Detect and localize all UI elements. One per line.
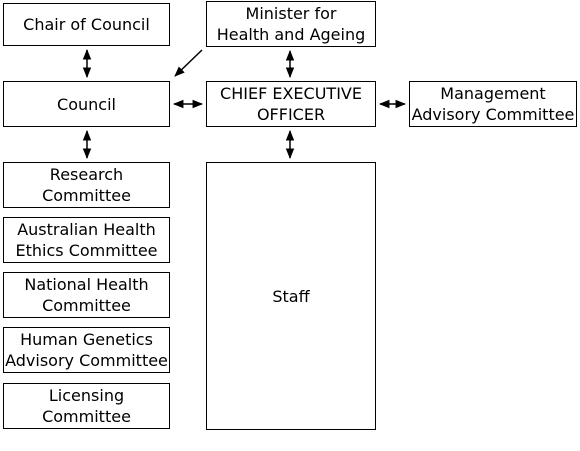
committee-box-national-health: National Health Committee [3, 272, 170, 318]
staff-box: Staff [206, 162, 376, 430]
management-advisory-committee-box: Management Advisory Committee [409, 81, 577, 127]
minister-council-arrow [174, 49, 203, 77]
ceo-box: CHIEF EXECUTIVE OFFICER [206, 81, 376, 127]
minister-box: Minister for Health and Ageing [206, 1, 376, 47]
committee-label: Australian Health Ethics Committee [15, 220, 158, 260]
committee-label: Research Committee [42, 165, 131, 205]
council-label: Council [57, 94, 116, 114]
staff-label: Staff [272, 286, 310, 306]
committee-box-ethics: Australian Health Ethics Committee [3, 217, 170, 263]
committee-label: Licensing Committee [42, 386, 131, 426]
chair-of-council-box: Chair of Council [3, 3, 170, 46]
committee-box-research: Research Committee [3, 162, 170, 208]
council-box: Council [3, 81, 170, 127]
committee-label: National Health Committee [24, 275, 149, 315]
committee-box-licensing: Licensing Committee [3, 383, 170, 429]
ceo-label: CHIEF EXECUTIVE OFFICER [220, 84, 362, 124]
chair-of-council-label: Chair of Council [23, 15, 150, 34]
committee-label: Human Genetics Advisory Committee [5, 330, 168, 370]
minister-label: Minister for Health and Ageing [216, 4, 366, 44]
management-advisory-committee-label: Management Advisory Committee [411, 84, 575, 124]
committee-box-human-genetics: Human Genetics Advisory Committee [3, 327, 170, 373]
